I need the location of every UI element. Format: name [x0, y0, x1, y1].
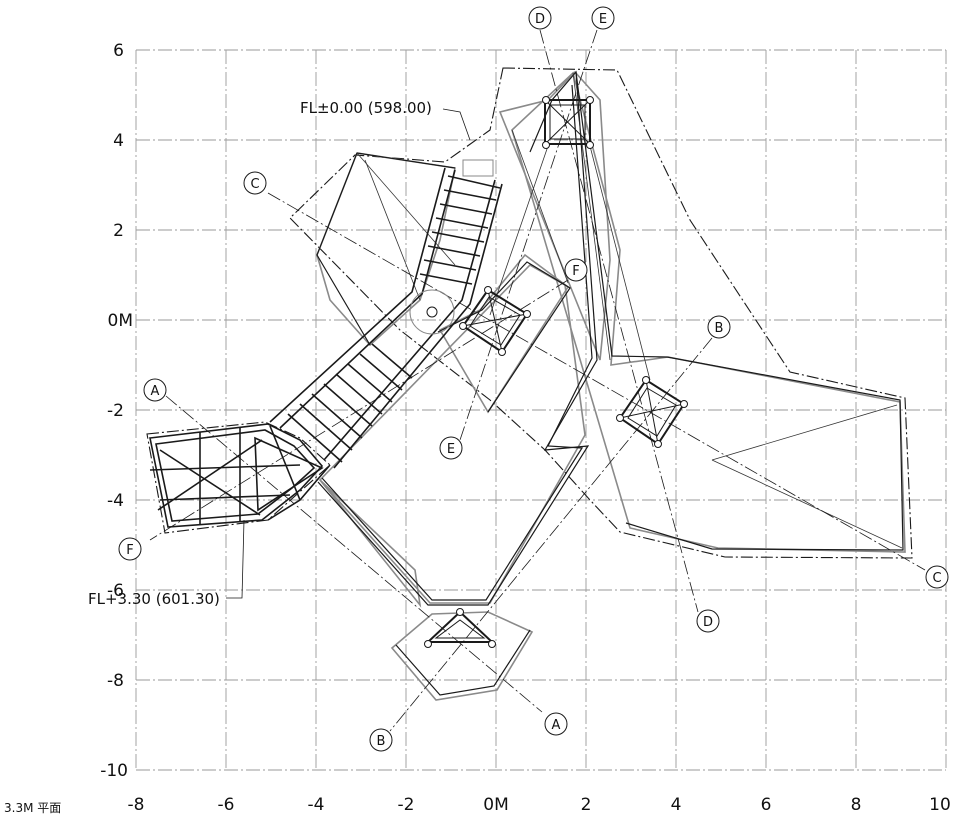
section-marker-label: E — [447, 442, 455, 457]
section-marker-c-right: C — [925, 565, 949, 589]
section-marker-f-left: F — [118, 537, 142, 561]
x-tick-label: 10 — [929, 795, 951, 815]
drawing-title: 3.3M 平面 — [4, 801, 61, 815]
section-marker-b-right: B — [707, 315, 731, 339]
section-marker-label: B — [715, 321, 724, 336]
column-inner — [434, 99, 685, 639]
section-marker-label: E — [599, 12, 607, 27]
x-tick-label: 2 — [581, 795, 592, 815]
section-marker-a-bottom: A — [544, 712, 568, 736]
x-tick-label: 6 — [761, 795, 772, 815]
section-marker-e-top: E — [591, 6, 615, 30]
y-tick-label: 0M — [108, 311, 133, 331]
level-label-lower: FL+3.30 (601.30) — [88, 590, 220, 608]
section-marker-f-center: F — [564, 258, 588, 282]
y-tick-label: -4 — [107, 491, 124, 511]
stair-landing — [409, 159, 494, 335]
section-marker-c-left: C — [243, 171, 267, 195]
section-marker-d-top: D — [528, 6, 552, 30]
section-marker-label: C — [250, 177, 259, 192]
section-marker-label: B — [377, 734, 386, 749]
section-marker-label: F — [126, 543, 133, 558]
construction-lines — [356, 72, 903, 549]
lower-platform — [149, 423, 324, 528]
y-axis-labels: 6 4 2 0M -2 -4 -6 -8 -10 — [100, 41, 133, 781]
section-marker-label: D — [703, 615, 713, 630]
roof-outline — [146, 67, 913, 559]
y-tick-label: -8 — [107, 671, 124, 691]
y-tick-label: -2 — [107, 401, 124, 421]
floor-edge-grey — [316, 70, 906, 701]
section-marker-label: A — [552, 718, 561, 733]
y-tick-label: 2 — [113, 221, 124, 241]
section-marker-d-lower: D — [696, 609, 720, 633]
y-tick-label: 6 — [113, 41, 124, 61]
section-marker-a-left: A — [143, 378, 167, 402]
staircase — [267, 167, 503, 521]
y-tick-label: -6 — [107, 581, 124, 601]
x-tick-label: -2 — [398, 795, 415, 815]
y-tick-label: -10 — [100, 761, 128, 781]
section-marker-label: C — [932, 571, 941, 586]
x-tick-label: 8 — [851, 795, 862, 815]
section-marker-b-bottom: B — [369, 728, 393, 752]
column-bolts — [424, 96, 688, 648]
x-axis-labels: -8 -6 -4 -2 0M 2 4 6 8 10 — [128, 795, 951, 815]
section-markers: D E C F B A E F — [118, 6, 949, 752]
x-tick-label: 4 — [671, 795, 682, 815]
x-tick-label: -8 — [128, 795, 145, 815]
column-bottom — [425, 610, 495, 643]
level-label-upper: FL±0.00 (598.00) — [300, 99, 432, 117]
level-annotations: FL±0.00 (598.00) FL+3.30 (601.30) — [88, 99, 471, 608]
section-lines — [149, 29, 926, 732]
grid-lines — [135, 49, 947, 771]
x-tick-label: -4 — [308, 795, 325, 815]
column-top — [544, 99, 591, 145]
y-tick-label: 4 — [113, 131, 124, 151]
section-marker-label: D — [535, 12, 545, 27]
column-supports — [425, 99, 686, 643]
x-tick-label: -6 — [218, 795, 235, 815]
section-marker-label: F — [572, 264, 579, 279]
section-marker-label: A — [151, 384, 160, 399]
x-tick-label: 0M — [483, 795, 508, 815]
section-marker-e-lower: E — [439, 436, 463, 460]
